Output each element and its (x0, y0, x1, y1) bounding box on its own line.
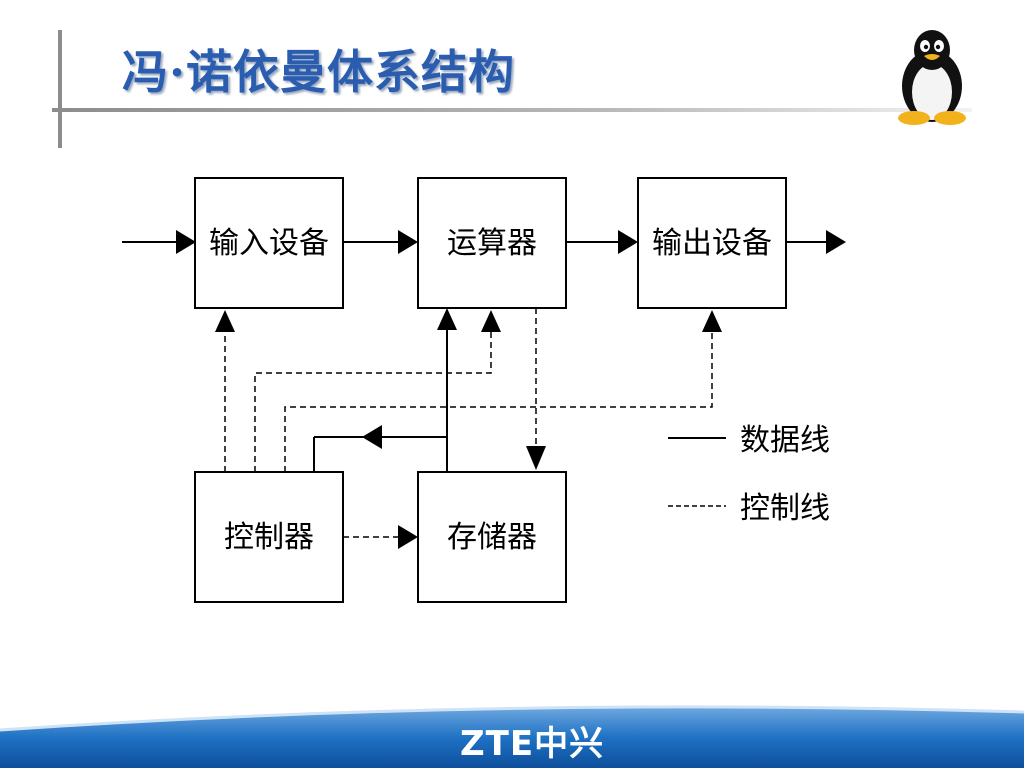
control-arrowheads (215, 310, 722, 549)
alu-box (417, 177, 567, 309)
output-device-label: 输出设备 (652, 226, 772, 261)
controller-box (194, 471, 344, 603)
alu-label: 运算器 (447, 226, 537, 261)
controller-label: 控制器 (224, 520, 314, 555)
slide-title: 冯·诺依曼体系结构 (122, 45, 516, 99)
title-divider-vertical (58, 30, 62, 148)
zte-logo: ZTE中兴 (460, 724, 605, 764)
output-device-box (637, 177, 787, 309)
data-arrowheads (176, 230, 846, 449)
penguin-icon (898, 30, 966, 125)
input-device-box (194, 177, 344, 309)
input-device-label: 输入设备 (209, 226, 329, 261)
footer-wave (0, 705, 1024, 768)
von-neumann-diagram: 输入设备 运算器 输出设备 控制器 存储器 数据线 (122, 177, 846, 603)
control-lines (224, 308, 713, 538)
memory-label: 存储器 (447, 520, 537, 555)
data-lines (122, 241, 828, 472)
legend-data-label: 数据线 (740, 423, 830, 458)
legend-control-label: 控制线 (740, 491, 830, 526)
title-divider-horizontal (52, 108, 972, 112)
